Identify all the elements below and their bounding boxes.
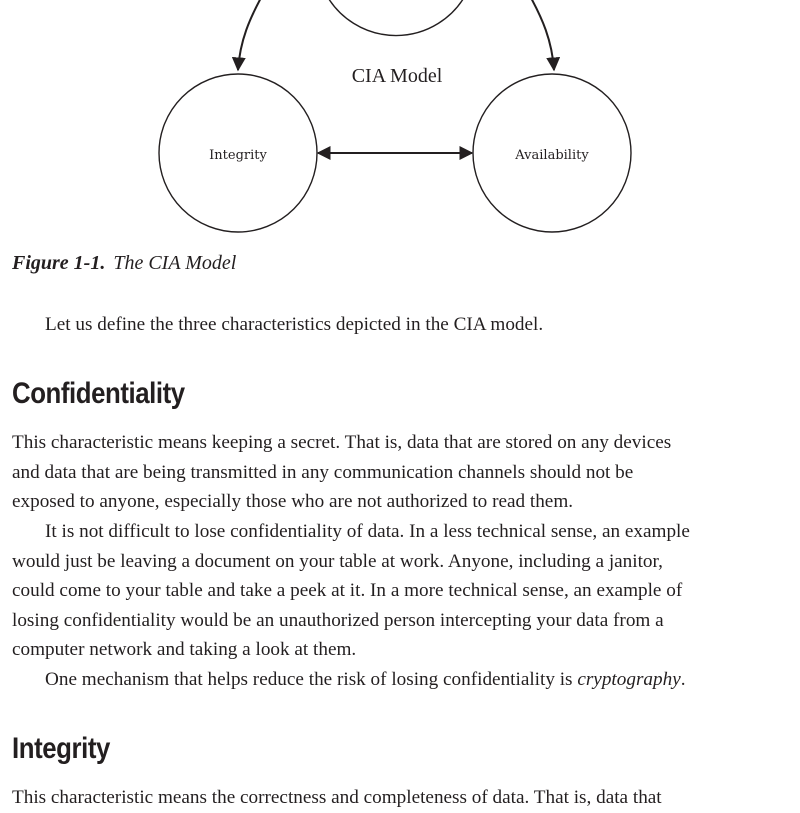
text-line: It is not difficult to lose confidential…: [45, 521, 690, 542]
integrity-label: Integrity: [209, 148, 267, 163]
cia-model-diagram: Integrity Availability CIA Model: [158, 0, 632, 233]
intro-paragraph: Let us define the three characteristics …: [45, 314, 544, 335]
arrow-top-to-availability: [531, 0, 561, 72]
text-run: .: [680, 669, 686, 690]
text-line: This characteristic means keeping a secr…: [12, 432, 672, 453]
confidentiality-paragraph-3: One mechanism that helps reduce the risk…: [12, 665, 792, 695]
section-heading-integrity: Integrity: [12, 732, 110, 765]
arrow-top-to-integrity: [231, 0, 261, 72]
section-heading-confidentiality: Confidentiality: [12, 377, 185, 410]
text-line: computer network and taking a look at th…: [12, 639, 357, 660]
text-run: One mechanism that helps reduce the risk…: [45, 669, 578, 690]
top-node-circle: [328, 0, 464, 37]
confidentiality-paragraph-2: It is not difficult to lose confidential…: [12, 517, 792, 665]
figure-number: Figure 1-1.: [12, 252, 106, 274]
integrity-paragraph-1: This characteristic means the correctnes…: [12, 783, 792, 813]
availability-label: Availability: [514, 148, 589, 163]
text-line: exposed to anyone, especially those who …: [12, 491, 574, 512]
text-line: losing confidentiality would be an unaut…: [12, 609, 664, 631]
figure-caption: Figure 1-1. The CIA Model: [12, 252, 236, 275]
model-title: CIA Model: [352, 65, 443, 87]
text-line: could come to your table and take a peek…: [12, 580, 683, 601]
text-line: would just be leaving a document on your…: [12, 550, 663, 572]
confidentiality-paragraph-1: This characteristic means keeping a secr…: [12, 428, 792, 517]
emphasis-cryptography: cryptography: [577, 669, 681, 690]
text-line: and data that are being transmitted in a…: [12, 461, 634, 483]
text-line: This characteristic means the correctnes…: [12, 787, 662, 808]
figure-title: The CIA Model: [113, 252, 237, 274]
